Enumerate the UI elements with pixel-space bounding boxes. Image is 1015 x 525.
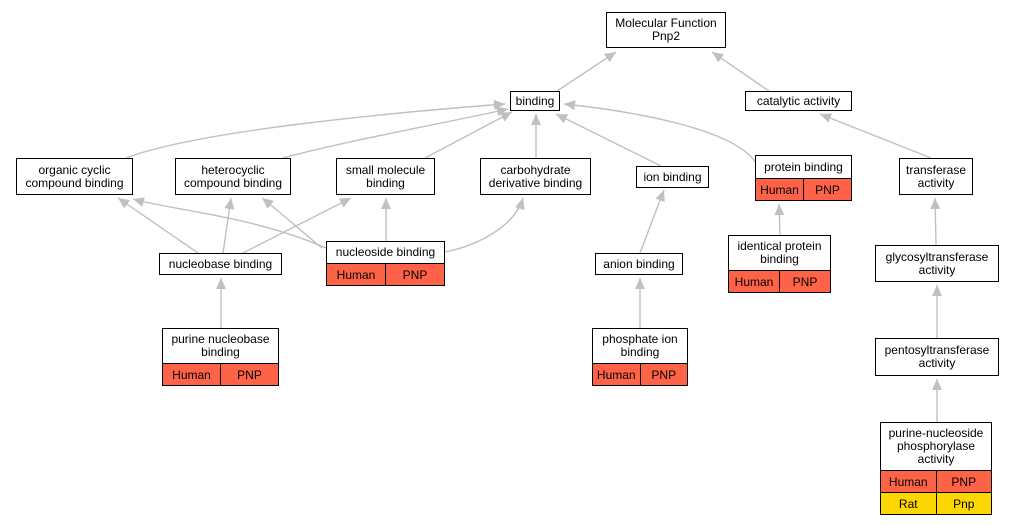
node-protein-binding[interactable]: protein binding Human PNP [755, 155, 852, 201]
edge-binding-to-mf [556, 51, 617, 92]
arrowhead [381, 198, 391, 209]
node-ion-binding[interactable]: ion binding [636, 166, 709, 188]
node-purine-nucleobase-binding[interactable]: purine nucleobase binding Human PNP [162, 328, 279, 386]
ortholog-row: Human PNP [163, 363, 278, 385]
node-heterocyclic-compound-binding[interactable]: heterocyclic compound binding [175, 158, 291, 195]
arrowhead [133, 197, 145, 207]
edge-organic-to-binding [125, 103, 506, 159]
arrowhead [635, 278, 645, 289]
node-identical-protein-binding[interactable]: identical protein binding Human PNP [728, 235, 831, 293]
node-label: purine nucleobase binding [171, 332, 270, 359]
ortholog-species: Human [163, 364, 220, 385]
node-phosphate-ion-binding[interactable]: phosphate ion binding Human PNP [592, 328, 688, 386]
ortholog-row: Human PNP [881, 470, 991, 492]
node-anion-binding[interactable]: anion binding [595, 253, 683, 275]
ortholog-gene: PNP [385, 264, 444, 285]
ortholog-species: Human [756, 179, 803, 200]
node-label: nucleoside binding [335, 245, 436, 259]
arrowhead [564, 100, 576, 111]
ortholog-gene: PNP [935, 471, 991, 492]
node-catalytic-activity[interactable]: catalytic activity [745, 91, 852, 111]
arrowhead [262, 198, 274, 209]
node-label: phosphate ion binding [602, 332, 678, 359]
arrowhead [604, 52, 616, 63]
edge-hetero-to-binding [282, 108, 509, 159]
node-label: identical protein binding [737, 239, 822, 266]
node-label: catalytic activity [756, 93, 841, 108]
ortholog-gene: PNP [779, 271, 830, 292]
node-label: organic cyclic compound binding [25, 162, 124, 190]
node-label: transferase activity [905, 162, 967, 190]
node-binding[interactable]: binding [510, 91, 560, 111]
edge-nucleoside-to-hetero [261, 197, 323, 249]
node-label: pentosyltransferase activity [884, 343, 990, 370]
node-label: nucleobase binding [168, 256, 273, 271]
node-glycosyltransferase-activity[interactable]: glycosyltransferase activity [875, 245, 999, 282]
arrowhead [932, 285, 942, 296]
node-label: Molecular Function Pnp2 [615, 16, 717, 43]
ortholog-species: Human [881, 471, 936, 492]
arrowhead [216, 278, 226, 289]
edge-ion-to-binding [555, 113, 662, 167]
node-label: heterocyclic compound binding [183, 162, 283, 190]
ortholog-gene: Pnp [935, 493, 991, 514]
arrowhead [774, 204, 785, 216]
node-label: ion binding [643, 169, 702, 184]
node-transferase-activity[interactable]: transferase activity [899, 158, 973, 195]
ortholog-gene: PNP [220, 364, 278, 385]
edge-nucleobase-to-smallmol [242, 197, 352, 254]
node-organic-cyclic-compound-binding[interactable]: organic cyclic compound binding [16, 158, 133, 195]
arrowhead [655, 190, 665, 203]
ortholog-species: Human [327, 264, 385, 285]
edge-catalytic-to-mf [711, 51, 770, 92]
arrowhead [499, 112, 512, 122]
ortholog-row: Human PNP [593, 363, 687, 385]
ortholog-row: Human PNP [756, 178, 851, 200]
node-carbohydrate-derivative-binding[interactable]: carbohydrate derivative binding [480, 158, 591, 195]
arrowhead [118, 198, 130, 209]
edge-transferase-to-catalytic [819, 113, 932, 159]
edge-nucleoside-to-organic [132, 198, 327, 249]
ortholog-species: Human [593, 364, 640, 385]
edge-smallmol-to-binding [424, 111, 513, 159]
ortholog-species: Rat [881, 493, 936, 514]
node-nucleobase-binding[interactable]: nucleobase binding [159, 253, 282, 275]
ortholog-species: Human [729, 271, 779, 292]
edge-nucleoside-to-carb [444, 197, 524, 253]
node-label: protein binding [764, 159, 843, 174]
node-label: binding [515, 93, 555, 108]
ortholog-gene: PNP [803, 179, 851, 200]
node-label: small molecule binding [345, 162, 426, 190]
arrowhead [556, 114, 569, 124]
arrowhead [930, 198, 941, 210]
ortholog-row: Human PNP [729, 270, 830, 292]
arrowhead [496, 106, 508, 117]
ortholog-gene: PNP [639, 364, 687, 385]
arrowhead [338, 198, 351, 208]
edge-nucleobase-to-organic [117, 197, 199, 254]
arrowhead [224, 198, 235, 210]
node-molecular-function[interactable]: Molecular Function Pnp2 [606, 12, 726, 48]
node-small-molecule-binding[interactable]: small molecule binding [336, 158, 435, 195]
arrowhead [712, 52, 724, 63]
arrowhead [932, 379, 942, 390]
arrowhead [531, 114, 541, 125]
ortholog-row: Rat Pnp [881, 492, 991, 514]
node-purine-nucleoside-phosphorylase-activity[interactable]: purine-nucleoside phosphorylase activity… [880, 422, 992, 515]
node-label: purine-nucleoside phosphorylase activity [888, 426, 984, 466]
node-label: carbohydrate derivative binding [488, 162, 583, 190]
node-label: glycosyltransferase activity [885, 249, 989, 277]
node-pentosyltransferase-activity[interactable]: pentosyltransferase activity [875, 338, 999, 376]
arrowhead [515, 198, 525, 210]
arrowhead [820, 113, 833, 123]
edge-protein-to-binding [563, 103, 757, 164]
edge-anion-to-ion [639, 189, 665, 254]
node-label: anion binding [603, 256, 675, 271]
node-nucleoside-binding[interactable]: nucleoside binding Human PNP [326, 241, 445, 286]
ortholog-row: Human PNP [327, 263, 444, 285]
